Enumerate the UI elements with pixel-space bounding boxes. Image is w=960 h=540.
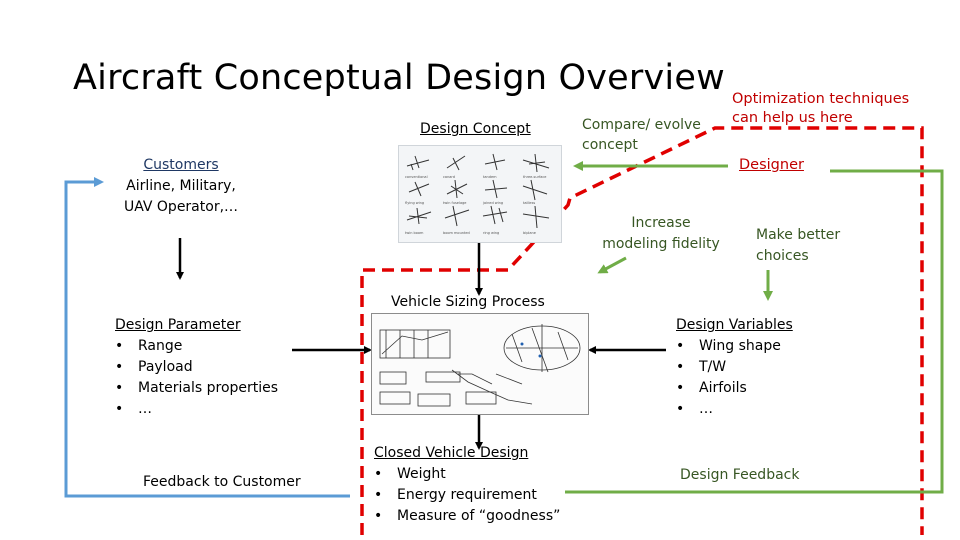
compare-evolve-label: Compare/ evolve concept [582,115,701,155]
design-variables-block: Design Variables Wing shape T/W Airfoils… [676,315,793,420]
svg-text:flying wing: flying wing [405,201,424,205]
increase-fidelity-line-1: Increase [631,215,691,231]
design-parameter-block: Design Parameter Range Payload Materials… [115,315,278,420]
svg-text:boom mounted: boom mounted [443,231,470,235]
list-item: Airfoils [676,378,793,399]
list-item: Payload [115,357,278,378]
list-item: Measure of “goodness” [374,506,560,527]
increase-fidelity-label: Increase modeling fidelity [594,213,728,255]
green-arrow-fidelity [597,256,627,274]
svg-text:conventional: conventional [405,175,428,179]
vehicle-sizing-label: Vehicle Sizing Process [391,294,545,310]
list-item: … [676,399,793,420]
svg-text:joined wing: joined wing [482,201,503,205]
optimization-note-line-2: can help us here [732,110,853,126]
list-item: Wing shape [676,336,793,357]
customers-line-1: Airline, Military, [126,178,236,194]
list-item: … [115,399,278,420]
blue-feedback-loop [64,177,350,498]
make-better-label: Make better choices [756,225,840,267]
design-feedback-label: Design Feedback [680,467,800,483]
svg-text:ring wing: ring wing [483,231,499,235]
closed-vehicle-design-list: Weight Energy requirement Measure of “go… [374,464,560,527]
closed-vehicle-design-heading: Closed Vehicle Design [374,445,529,461]
optimization-note: Optimization techniques can help us here [732,90,909,128]
svg-text:tandem: tandem [483,175,497,179]
green-feedback-loop [565,169,944,494]
svg-text:twin fuselage: twin fuselage [443,201,466,205]
feedback-to-customer-label: Feedback to Customer [143,474,301,490]
list-item: Range [115,336,278,357]
optimization-note-line-1: Optimization techniques [732,91,910,107]
compare-evolve-line-2: concept [582,137,638,153]
list-item: Energy requirement [374,485,560,506]
customers-line-2: UAV Operator,… [123,199,239,215]
page-title: Aircraft Conceptual Design Overview [73,58,725,98]
customers-heading: Customers [143,157,219,173]
svg-text:biplane: biplane [523,231,536,235]
svg-text:three-surface: three-surface [523,175,546,179]
list-item: Weight [374,464,560,485]
design-parameter-heading: Design Parameter [115,317,241,333]
svg-text:tailless: tailless [523,201,535,205]
design-concept-label: Design Concept [420,121,531,137]
customers-block: Customers Airline, Military, UAV Operato… [110,155,252,218]
red-dashed-loop [360,126,924,535]
list-item: T/W [676,357,793,378]
design-variables-list: Wing shape T/W Airfoils … [676,336,793,420]
compare-evolve-line-1: Compare/ evolve [582,117,701,133]
make-better-line-2: choices [756,248,809,264]
make-better-line-1: Make better [756,227,841,243]
increase-fidelity-line-2: modeling fidelity [602,236,720,252]
design-parameter-list: Range Payload Materials properties … [115,336,278,420]
closed-vehicle-design-block: Closed Vehicle Design Weight Energy requ… [374,443,560,527]
aircraft-sketch-grid-icon: conventional canard tandem three-surface f… [398,145,562,243]
svg-text:twin boom: twin boom [405,231,424,235]
design-variables-heading: Design Variables [676,317,793,333]
sizing-process-sketch-icon [371,313,589,415]
designer-label: Designer [739,157,804,173]
list-item: Materials properties [115,378,278,399]
svg-text:canard: canard [443,175,455,179]
